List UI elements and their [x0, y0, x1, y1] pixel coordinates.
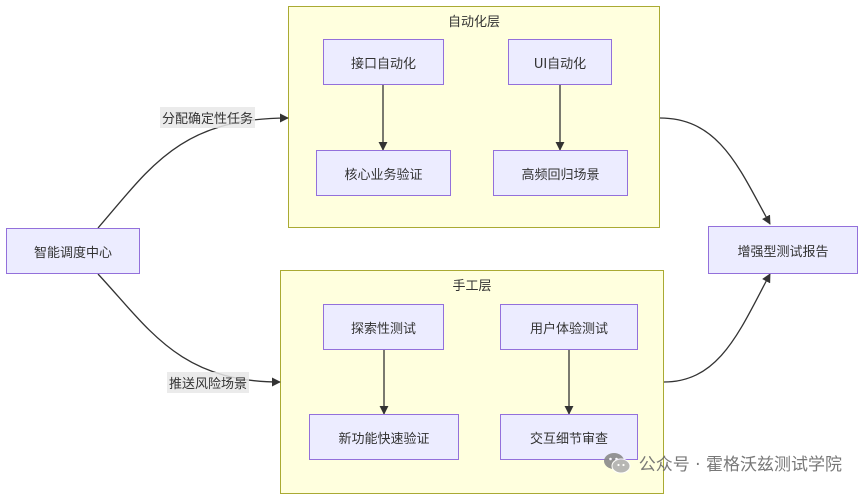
node-scheduling-center: 智能调度中心 [6, 228, 140, 274]
automation-layer-title: 自动化层 [447, 15, 500, 30]
node-core-business-verify: 核心业务验证 [316, 150, 451, 196]
edge-label-push-risk: 推送风险场景 [167, 372, 250, 393]
wechat-icon [603, 452, 631, 473]
node-regression-scenarios: 高频回归场景 [493, 150, 628, 196]
manual-layer-title: 手工层 [452, 279, 492, 294]
node-enhanced-report: 增强型测试报告 [708, 226, 858, 274]
watermark-text: 公众号 · 霍格沃兹测试学院 [638, 455, 842, 475]
node-interaction-review: 交互细节审查 [500, 414, 638, 460]
edge-center-to-manual [97, 273, 281, 387]
node-api-automation: 接口自动化 [323, 39, 444, 85]
watermark: 公众号 · 霍格沃兹测试学院 [603, 450, 842, 475]
node-exploratory-testing: 探索性测试 [323, 304, 444, 350]
node-ui-automation: UI自动化 [508, 39, 612, 85]
edge-auto-to-report [659, 117, 771, 225]
edge-label-assign-tasks: 分配确定性任务 [160, 107, 256, 128]
node-ux-testing: 用户体验测试 [500, 304, 638, 350]
edge-manual-to-report [663, 273, 771, 383]
node-new-feature-verify: 新功能快速验证 [309, 414, 459, 460]
edge-center-to-auto [97, 113, 289, 229]
